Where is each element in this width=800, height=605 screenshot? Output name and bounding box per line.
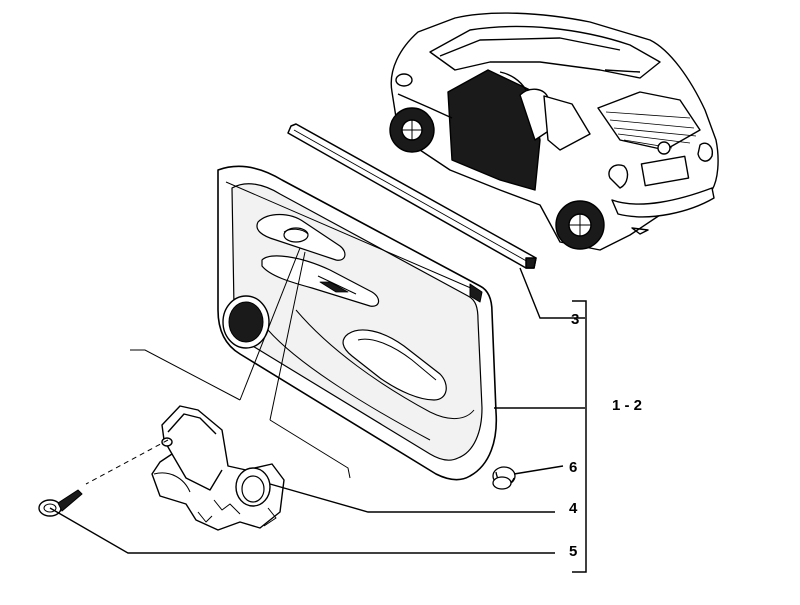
- leader-line-6: [513, 465, 564, 475]
- window-weatherstrip: [287, 123, 537, 269]
- door-trim-panel: [217, 165, 498, 481]
- car-illustration: [389, 12, 719, 251]
- callout-5: 5: [569, 543, 578, 560]
- inner-handle-bracket: [151, 405, 285, 531]
- callout-1-2: 1 - 2: [612, 397, 643, 414]
- leader-line-4: [269, 483, 555, 513]
- screw: [38, 489, 83, 517]
- leader-line-3: [519, 267, 585, 319]
- leader-line-5: [49, 507, 555, 554]
- construction-lines: [85, 247, 351, 485]
- callout-6: 6: [569, 459, 578, 476]
- group-bracket: [572, 300, 587, 573]
- retaining-clip: [492, 466, 516, 490]
- callout-3: 3: [571, 311, 580, 328]
- callout-4: 4: [569, 500, 578, 517]
- leader-lines: [49, 267, 587, 573]
